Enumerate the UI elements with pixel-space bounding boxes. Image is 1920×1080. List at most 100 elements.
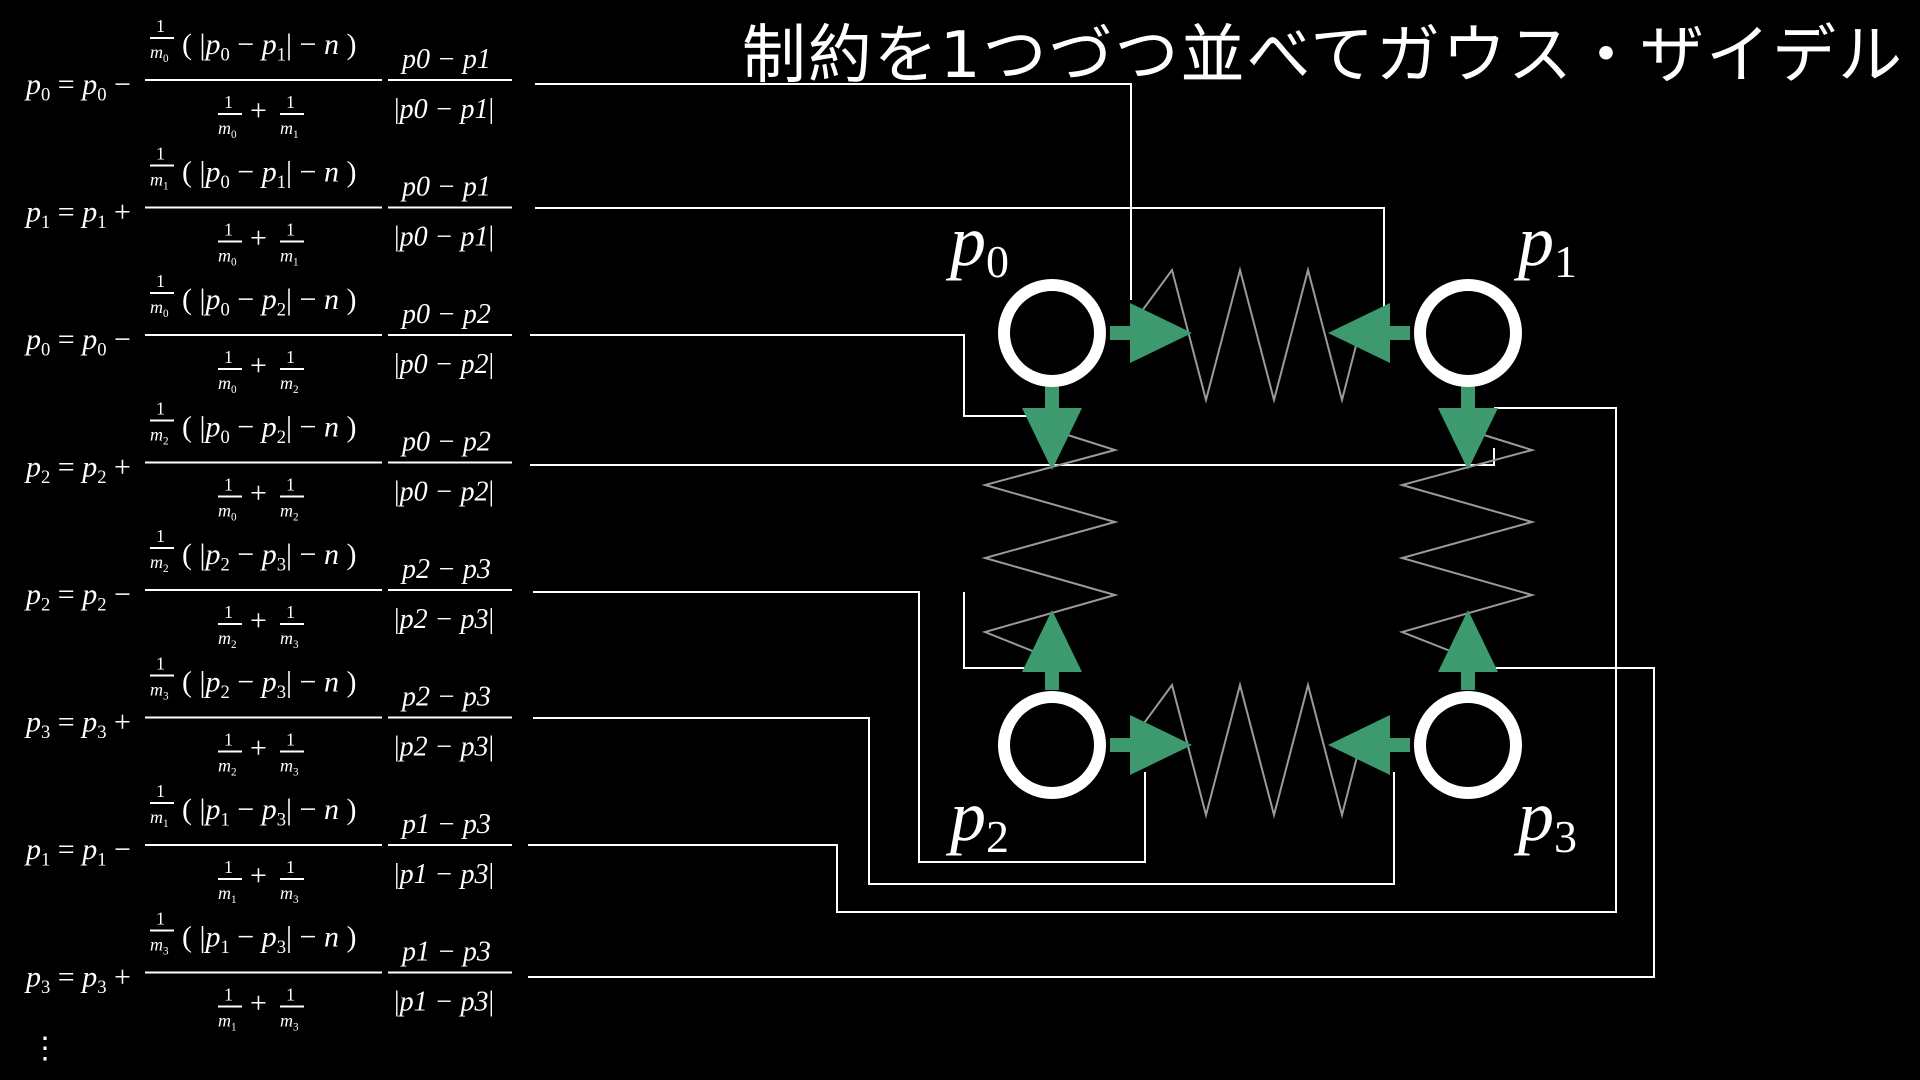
denominator-mass-a: m0 xyxy=(218,373,237,396)
equation-list: p0 = p0 − 1 m0 ( |p0 − p1| − n ) 1 m0 +1 m1 p0 −… xyxy=(24,16,512,1033)
particle-p3 xyxy=(1414,691,1522,799)
denominator-coeff-a: 1 xyxy=(224,730,233,750)
denominator-plus: + xyxy=(250,94,267,127)
springs xyxy=(981,266,1536,819)
denominator-coeff-a: 1 xyxy=(224,92,233,112)
denominator-coeff-b: 1 xyxy=(286,347,295,367)
direction-denominator: |p2 − p3| xyxy=(394,732,494,763)
direction-numerator: p0 − p1 xyxy=(400,172,491,203)
numerator-mass: m0 xyxy=(150,42,169,65)
direction-numerator: p0 − p2 xyxy=(400,427,491,458)
denominator-mass-b: m3 xyxy=(280,1011,299,1034)
direction-denominator: |p2 − p3| xyxy=(394,604,494,635)
numerator-body: ( |p0 − p2| − n ) xyxy=(182,411,356,449)
denominator-mass-a: m0 xyxy=(218,501,237,524)
wire-eq6 xyxy=(533,717,1395,885)
direction-denominator: |p0 − p1| xyxy=(394,94,494,125)
direction-denominator: |p1 − p3| xyxy=(394,859,494,890)
equation-lhs: p0 = p0 − xyxy=(24,323,131,361)
connector-wires xyxy=(528,83,1655,978)
denominator-plus: + xyxy=(250,349,267,382)
denominator-mass-b: m3 xyxy=(280,883,299,906)
denominator-coeff-a: 1 xyxy=(224,857,233,877)
direction-numerator: p2 − p3 xyxy=(400,682,491,713)
numerator-body: ( |p0 − p2| − n ) xyxy=(182,283,356,321)
numerator-mass: m2 xyxy=(150,552,169,575)
denominator-mass-a: m0 xyxy=(218,246,237,269)
denominator-mass-b: m2 xyxy=(280,501,299,524)
denominator-coeff-b: 1 xyxy=(286,985,295,1005)
slide-title: 制約を1つづつ並べてガウス・ザイデル xyxy=(741,19,1904,93)
equation-lhs: p1 = p1 − xyxy=(24,833,131,871)
equation-lhs: p0 = p0 − xyxy=(24,68,131,106)
numerator-body: ( |p0 − p1| − n ) xyxy=(182,156,356,194)
particle-p2 xyxy=(998,691,1106,799)
wire-eq2 xyxy=(535,207,1385,308)
arrow-p1-left xyxy=(1328,303,1410,363)
denominator-coeff-a: 1 xyxy=(224,602,233,622)
wire-eq7 xyxy=(528,407,1617,913)
denominator-mass-b: m1 xyxy=(280,246,299,269)
denominator-coeff-b: 1 xyxy=(286,730,295,750)
wire-eq1 xyxy=(535,83,1132,300)
denominator-mass-b: m1 xyxy=(280,118,299,141)
denominator-plus: + xyxy=(250,477,267,510)
equation-lhs: p2 = p2 − xyxy=(24,578,131,616)
numerator-coeff: 1 xyxy=(156,781,165,801)
denominator-plus: + xyxy=(250,222,267,255)
numerator-coeff: 1 xyxy=(156,399,165,419)
spring-top xyxy=(1127,266,1361,404)
spring-right xyxy=(1398,429,1536,659)
denominator-mass-a: m2 xyxy=(218,628,237,651)
numerator-body: ( |p1 − p3| − n ) xyxy=(182,793,356,831)
direction-numerator: p0 − p1 xyxy=(400,44,491,75)
denominator-mass-a: m0 xyxy=(218,118,237,141)
denominator-mass-a: m2 xyxy=(218,756,237,779)
label-p3: p3 xyxy=(1513,776,1577,862)
numerator-coeff: 1 xyxy=(156,526,165,546)
particle-p1 xyxy=(1414,279,1522,387)
wire-eq4 xyxy=(530,448,1495,466)
denominator-plus: + xyxy=(250,732,267,765)
denominator-mass-b: m2 xyxy=(280,373,299,396)
denominator-coeff-a: 1 xyxy=(224,347,233,367)
spring-bottom xyxy=(1127,681,1361,819)
equation-lhs: p1 = p1 + xyxy=(24,196,131,234)
wire-eq5b xyxy=(963,592,1028,669)
label-p1: p1 xyxy=(1513,201,1577,287)
particle-labels: p0 p1 p2 p3 xyxy=(945,201,1577,862)
denominator-mass-a: m1 xyxy=(218,883,237,906)
numerator-coeff: 1 xyxy=(156,909,165,929)
numerator-mass: m3 xyxy=(150,935,169,958)
denominator-mass-a: m1 xyxy=(218,1011,237,1034)
direction-numerator: p1 − p3 xyxy=(400,809,491,840)
direction-numerator: p1 − p3 xyxy=(400,937,491,968)
denominator-coeff-a: 1 xyxy=(224,985,233,1005)
denominator-coeff-b: 1 xyxy=(286,602,295,622)
numerator-mass: m2 xyxy=(150,425,169,448)
numerator-body: ( |p2 − p3| − n ) xyxy=(182,538,356,576)
equation-lhs: p3 = p3 + xyxy=(24,961,131,999)
denominator-mass-b: m3 xyxy=(280,756,299,779)
particle-p0 xyxy=(998,279,1106,387)
denominator-mass-b: m3 xyxy=(280,628,299,651)
numerator-mass: m1 xyxy=(150,807,169,830)
equation-lhs: p3 = p3 + xyxy=(24,706,131,744)
numerator-coeff: 1 xyxy=(156,144,165,164)
denominator-coeff-b: 1 xyxy=(286,220,295,240)
arrow-p0-right xyxy=(1110,303,1192,363)
particles xyxy=(998,279,1522,799)
denominator-plus: + xyxy=(250,604,267,637)
arrow-p1-down xyxy=(1438,385,1498,470)
denominator-plus: + xyxy=(250,859,267,892)
numerator-mass: m0 xyxy=(150,297,169,320)
numerator-coeff: 1 xyxy=(156,271,165,291)
arrow-p3-left xyxy=(1328,715,1410,775)
direction-numerator: p2 − p3 xyxy=(400,554,491,585)
arrow-p2-right xyxy=(1110,715,1192,775)
